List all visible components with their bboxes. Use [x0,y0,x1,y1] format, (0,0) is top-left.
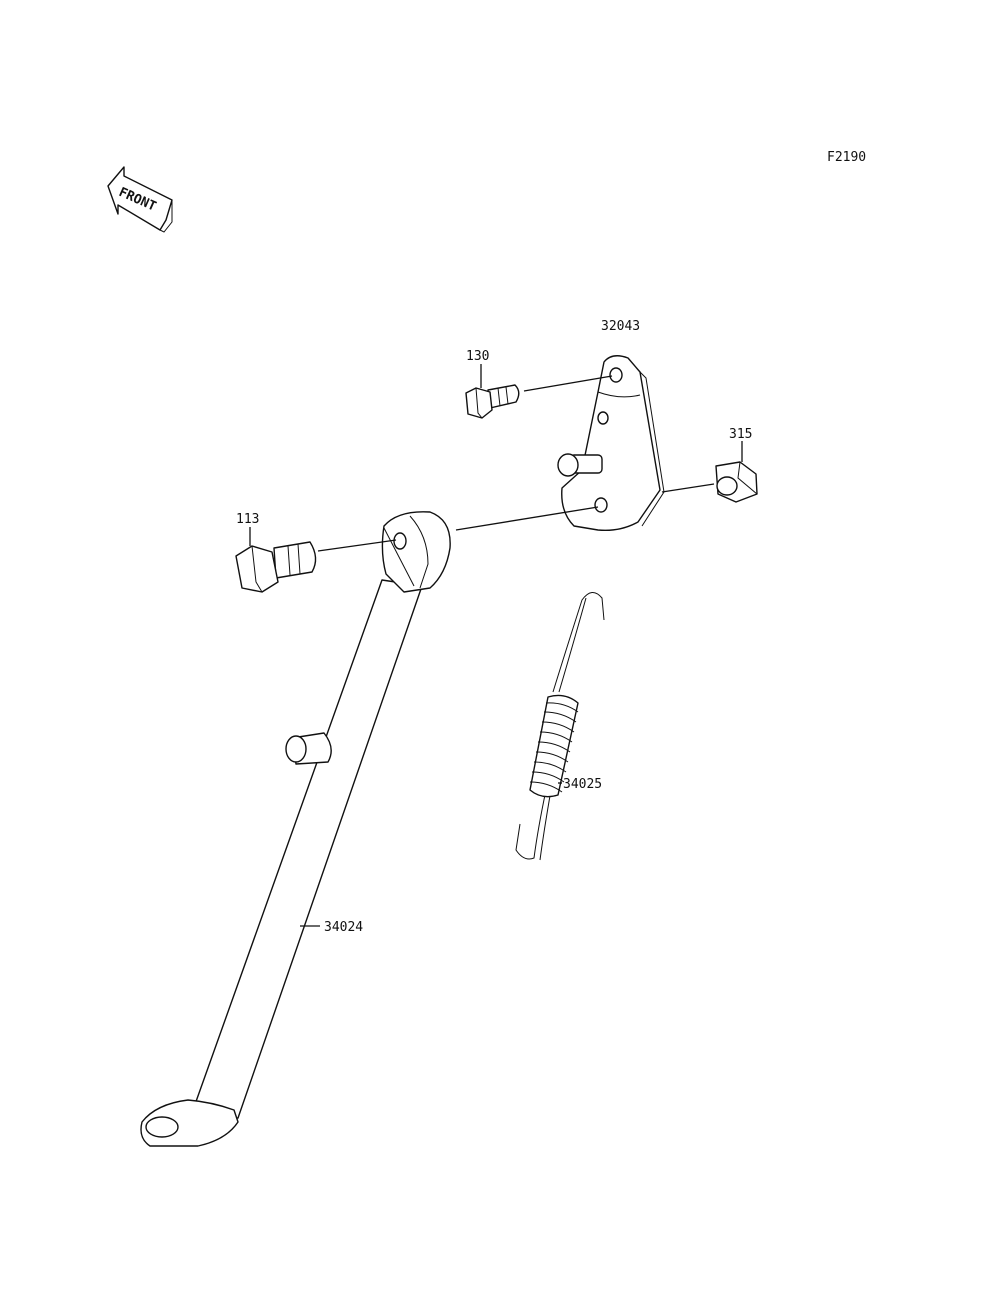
callout-32043: 32043 [601,319,640,334]
callout-34024: 34024 [324,920,363,935]
bolt-113 [235,541,317,593]
leader-lines [249,364,743,927]
callout-34025: 34025 [563,777,602,792]
nut-315 [715,461,758,503]
side-stand-34024 [140,511,451,1147]
bolt-130 [465,384,520,419]
callout-130: 130 [466,349,489,364]
figure-code: F2190 [827,150,866,165]
spring-34025 [515,592,605,861]
bracket-32043 [557,355,665,532]
callout-315: 315 [729,427,752,442]
callout-113: 113 [236,512,259,527]
front-arrow-icon: FRONT [107,166,173,233]
